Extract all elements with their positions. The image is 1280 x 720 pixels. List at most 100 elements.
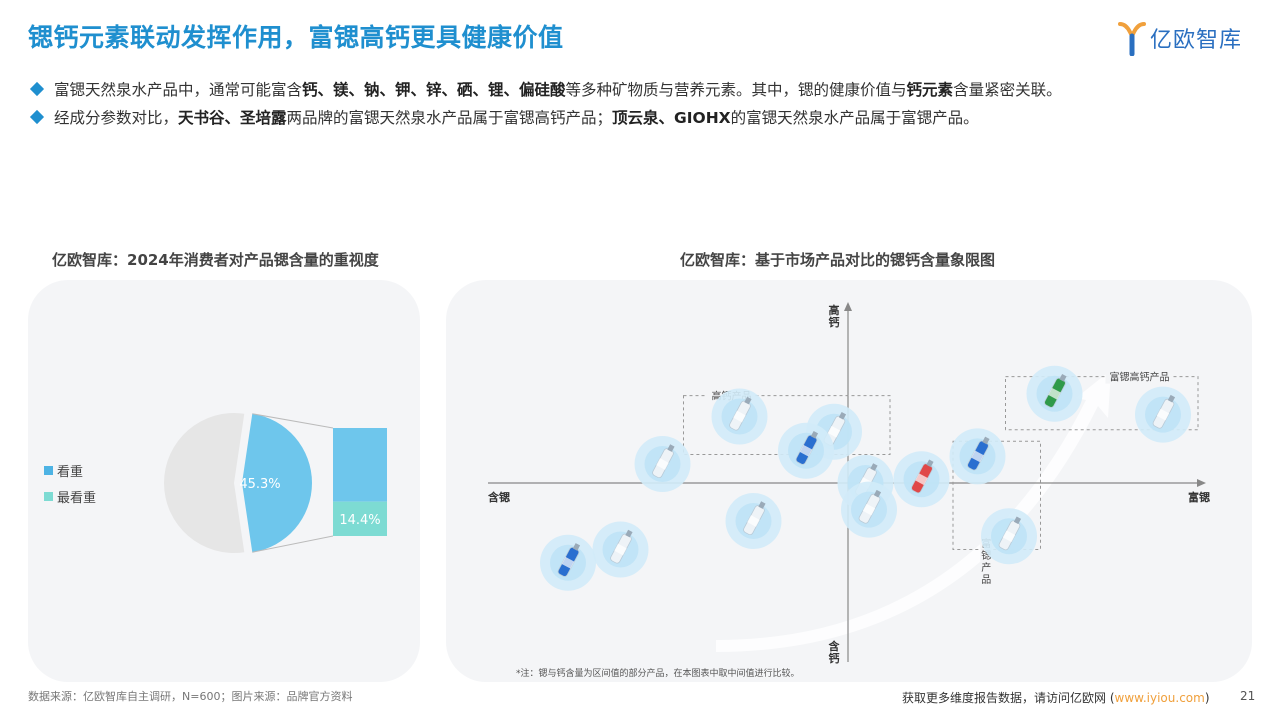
bullet-segment-bold: 顶云泉、GIOHX bbox=[612, 109, 731, 127]
y-axis-bottom-label-char: 含 bbox=[828, 639, 841, 653]
bottle-cap bbox=[667, 444, 675, 452]
region-label-bg bbox=[980, 561, 993, 574]
pie-chart: 45.3% 14.4% bbox=[163, 413, 387, 553]
data-point bbox=[949, 428, 1006, 485]
bullet-item: 富锶天然泉水产品中，通常可能富含钙、镁、钠、钾、锌、硒、锂、偏硅酸等多种矿物质与… bbox=[29, 76, 1270, 104]
pie-data-label: 45.3% bbox=[239, 477, 280, 492]
bottle-cap bbox=[838, 411, 847, 420]
bullet-segment-bold: 天书谷、圣培露 bbox=[178, 109, 287, 127]
bullet-segment: 富锶天然泉水产品中，通常可能富含 bbox=[54, 81, 303, 99]
data-source: 数据来源：亿欧智库自主调研，N=600；图片来源：品牌官方资料 bbox=[28, 690, 353, 703]
diamond-bullet-icon bbox=[29, 109, 45, 125]
page-title: 锶钙元素联动发挥作用，富锶高钙更具健康价值 bbox=[28, 23, 564, 52]
logo-text: 亿欧智库 bbox=[1150, 28, 1243, 53]
bottle-cap bbox=[625, 529, 633, 538]
region-label-bg bbox=[980, 573, 993, 586]
bottle-label bbox=[971, 450, 984, 463]
x-axis-arrow bbox=[1197, 479, 1206, 487]
bottle-label bbox=[1002, 530, 1016, 543]
bottle-icon bbox=[967, 436, 990, 471]
bottle-cap bbox=[926, 459, 934, 468]
footer-more-prefix: 获取更多维度报告数据，请访问亿欧网 ( bbox=[902, 691, 1115, 705]
legend-item: 最看重 bbox=[44, 487, 96, 506]
bullet-segment-bold: 钙元素 bbox=[906, 81, 954, 99]
data-point bbox=[981, 508, 1037, 565]
diamond-bullet-icon bbox=[29, 81, 45, 97]
x-axis-right-label: 富锶 bbox=[1188, 490, 1210, 504]
data-point bbox=[592, 521, 649, 578]
bullet-segment: 经成分参数对比， bbox=[54, 109, 179, 127]
legend-swatch bbox=[44, 466, 53, 475]
bottle-cap bbox=[873, 489, 882, 498]
bullet-segment: 含量紧密关联。 bbox=[953, 81, 1062, 99]
bottle-icon bbox=[911, 459, 934, 494]
bullet-segment: 两品牌的富锶天然泉水产品属于富锶高钙产品； bbox=[286, 109, 613, 127]
data-point bbox=[634, 436, 691, 492]
page-number: 21 bbox=[1240, 689, 1256, 703]
region-label-char: 产 bbox=[981, 561, 991, 574]
bottle-icon bbox=[795, 430, 819, 465]
bottle-cap bbox=[870, 463, 878, 471]
bottle-icon bbox=[652, 444, 675, 479]
bullet-item: 经成分参数对比，天书谷、圣培露两品牌的富锶天然泉水产品属于富锶高钙产品；顶云泉、… bbox=[29, 104, 1270, 132]
region-label-bg bbox=[1105, 369, 1174, 384]
bottle-cap bbox=[1059, 373, 1067, 382]
bottle-label bbox=[1156, 408, 1170, 421]
bottle-label bbox=[827, 425, 841, 438]
quadrant-chart: 含锶富锶高钙含钙高钙产品富锶高钙产品富锶产品*注：锶与钙含量为区间值的部分产品，… bbox=[487, 302, 1210, 679]
footer-more-info: 获取更多维度报告数据，请访问亿欧网 (www.iyiou.com) bbox=[902, 689, 1210, 706]
bottle-icon bbox=[610, 529, 633, 564]
bottle-icon bbox=[743, 501, 766, 536]
breakdown-bar-segment bbox=[333, 428, 387, 502]
bottle-icon bbox=[998, 516, 1022, 551]
bottle-cap bbox=[810, 430, 819, 439]
bottle-icon bbox=[858, 489, 882, 524]
bottle-label bbox=[656, 458, 669, 470]
logo-icon bbox=[1118, 22, 1146, 56]
legend-item: 看重 bbox=[44, 461, 83, 480]
y-axis-top-label: 高钙 bbox=[829, 303, 840, 329]
bottle-cap bbox=[1167, 394, 1176, 403]
bullet-segment: 的富锶天然泉水产品属于富锶产品。 bbox=[730, 109, 979, 127]
region-label-char: 品 bbox=[981, 574, 991, 586]
x-axis-left-label: 含锶 bbox=[487, 490, 510, 504]
trend-arrow-shape bbox=[716, 370, 1111, 652]
data-point bbox=[711, 388, 768, 445]
y-axis-top-label-char: 钙 bbox=[829, 315, 840, 329]
bottle-label bbox=[733, 410, 746, 423]
bottle-label bbox=[747, 515, 760, 527]
bottle-label bbox=[799, 444, 813, 457]
bottle-icon bbox=[1044, 373, 1067, 408]
footer-more-suffix: ) bbox=[1204, 691, 1210, 705]
legend-swatch bbox=[44, 492, 53, 501]
bottle-label bbox=[614, 543, 627, 556]
data-point bbox=[841, 481, 897, 538]
bottle-cap bbox=[982, 436, 990, 445]
breakdown-data-label: 14.4% bbox=[339, 513, 380, 528]
region-label-char: 锶 bbox=[981, 549, 991, 562]
connector-line bbox=[252, 413, 334, 429]
bottle-cap bbox=[758, 501, 766, 509]
data-point bbox=[778, 422, 834, 479]
y-axis-top-label-char: 高 bbox=[829, 303, 840, 317]
y-axis-arrow bbox=[844, 302, 852, 311]
breakdown-bar-segment bbox=[333, 501, 387, 536]
chart-footnote: *注：锶与钙含量为区间值的部分产品，在本图表中取中间值进行比较。 bbox=[516, 667, 800, 679]
bottle-label bbox=[862, 503, 876, 516]
bottle-label bbox=[915, 473, 928, 486]
left-chart-title: 亿欧智库：2024年消费者对产品锶含量的重视度 bbox=[52, 251, 379, 269]
bottle-icon bbox=[557, 543, 581, 577]
bottle-icon bbox=[729, 396, 752, 431]
connector-line bbox=[252, 535, 334, 553]
data-point bbox=[1135, 386, 1191, 443]
y-axis-bottom-label-char: 钙 bbox=[829, 651, 840, 665]
region-box bbox=[1005, 376, 1199, 431]
bottle-cap bbox=[572, 543, 581, 551]
footer-url-link[interactable]: www.iyiou.com bbox=[1114, 691, 1205, 705]
region-label: 富锶高钙产品 bbox=[1110, 371, 1170, 384]
brand-logo: 亿欧智库 bbox=[1118, 18, 1242, 58]
bottle-cap bbox=[744, 396, 752, 405]
data-point bbox=[1026, 365, 1083, 422]
bullet-segment-bold: 钙、镁、钠、钾、锌、硒、锂、偏硅酸 bbox=[302, 81, 566, 99]
right-chart-title: 亿欧智库：基于市场产品对比的锶钙含量象限图 bbox=[680, 251, 996, 269]
